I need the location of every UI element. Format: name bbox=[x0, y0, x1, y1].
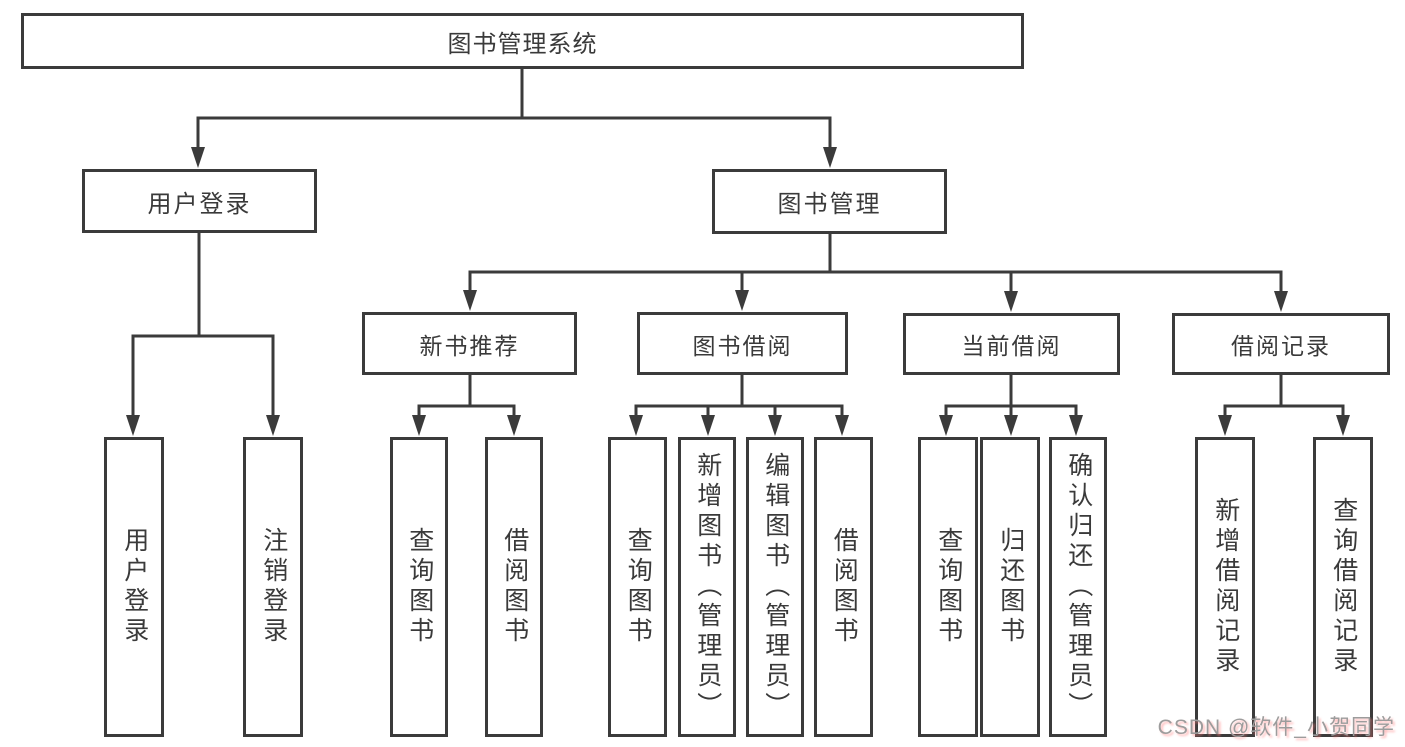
node-user-login: 用户登录 bbox=[82, 169, 317, 233]
node-library-system: 图书管理系统 bbox=[21, 13, 1024, 69]
node-label: 查询借阅记录 bbox=[1329, 497, 1358, 677]
node-label: 归还图书 bbox=[996, 527, 1025, 647]
node-label: 查询图书 bbox=[934, 527, 963, 647]
node-label: 借阅记录 bbox=[1231, 333, 1331, 359]
node-label: 确认归还（管理员） bbox=[1064, 452, 1093, 722]
node-label: 图书管理系统 bbox=[447, 30, 598, 58]
node-label: 查询图书 bbox=[624, 527, 653, 647]
csdn-watermark: CSDN @软件_小贺同学 bbox=[1157, 716, 1395, 739]
node-label: 编辑图书（管理员） bbox=[761, 452, 790, 722]
leaf-edit-books-admin: 编辑图书（管理员） bbox=[746, 437, 804, 737]
node-new-book-recommendation: 新书推荐 bbox=[362, 312, 577, 375]
leaf-query-books: 查询图书 bbox=[608, 437, 667, 737]
node-label: 当前借阅 bbox=[961, 333, 1062, 359]
node-label: 图书管理 bbox=[777, 191, 882, 218]
node-borrowing-records: 借阅记录 bbox=[1172, 313, 1390, 375]
node-label: 新增借阅记录 bbox=[1211, 497, 1240, 677]
leaf-borrow-books: 借阅图书 bbox=[814, 437, 873, 737]
node-label: 用户登录 bbox=[120, 527, 149, 647]
leaf-borrow-books: 借阅图书 bbox=[485, 437, 543, 737]
node-book-borrowing: 图书借阅 bbox=[637, 312, 848, 375]
node-label: 用户登录 bbox=[147, 190, 252, 218]
leaf-logout: 注销登录 bbox=[243, 437, 303, 737]
node-label: 借阅图书 bbox=[500, 527, 529, 647]
node-label: 注销登录 bbox=[259, 527, 288, 647]
leaf-return-books: 归还图书 bbox=[980, 437, 1040, 737]
node-label: 借阅图书 bbox=[830, 527, 859, 647]
node-label: 新书推荐 bbox=[419, 332, 520, 359]
node-label: 图书借阅 bbox=[692, 332, 793, 359]
leaf-query-books: 查询图书 bbox=[390, 437, 448, 737]
leaf-user-login: 用户登录 bbox=[104, 437, 164, 737]
leaf-add-borrow-record: 新增借阅记录 bbox=[1195, 437, 1255, 737]
leaf-add-books-admin: 新增图书（管理员） bbox=[678, 437, 736, 737]
node-current-borrowing: 当前借阅 bbox=[903, 313, 1120, 375]
leaf-confirm-return-admin: 确认归还（管理员） bbox=[1049, 437, 1107, 737]
node-label: 新增图书（管理员） bbox=[693, 452, 722, 722]
node-label: 查询图书 bbox=[405, 527, 434, 647]
node-book-management: 图书管理 bbox=[712, 169, 947, 234]
leaf-query-borrow-record: 查询借阅记录 bbox=[1313, 437, 1373, 737]
leaf-query-books: 查询图书 bbox=[918, 437, 978, 737]
